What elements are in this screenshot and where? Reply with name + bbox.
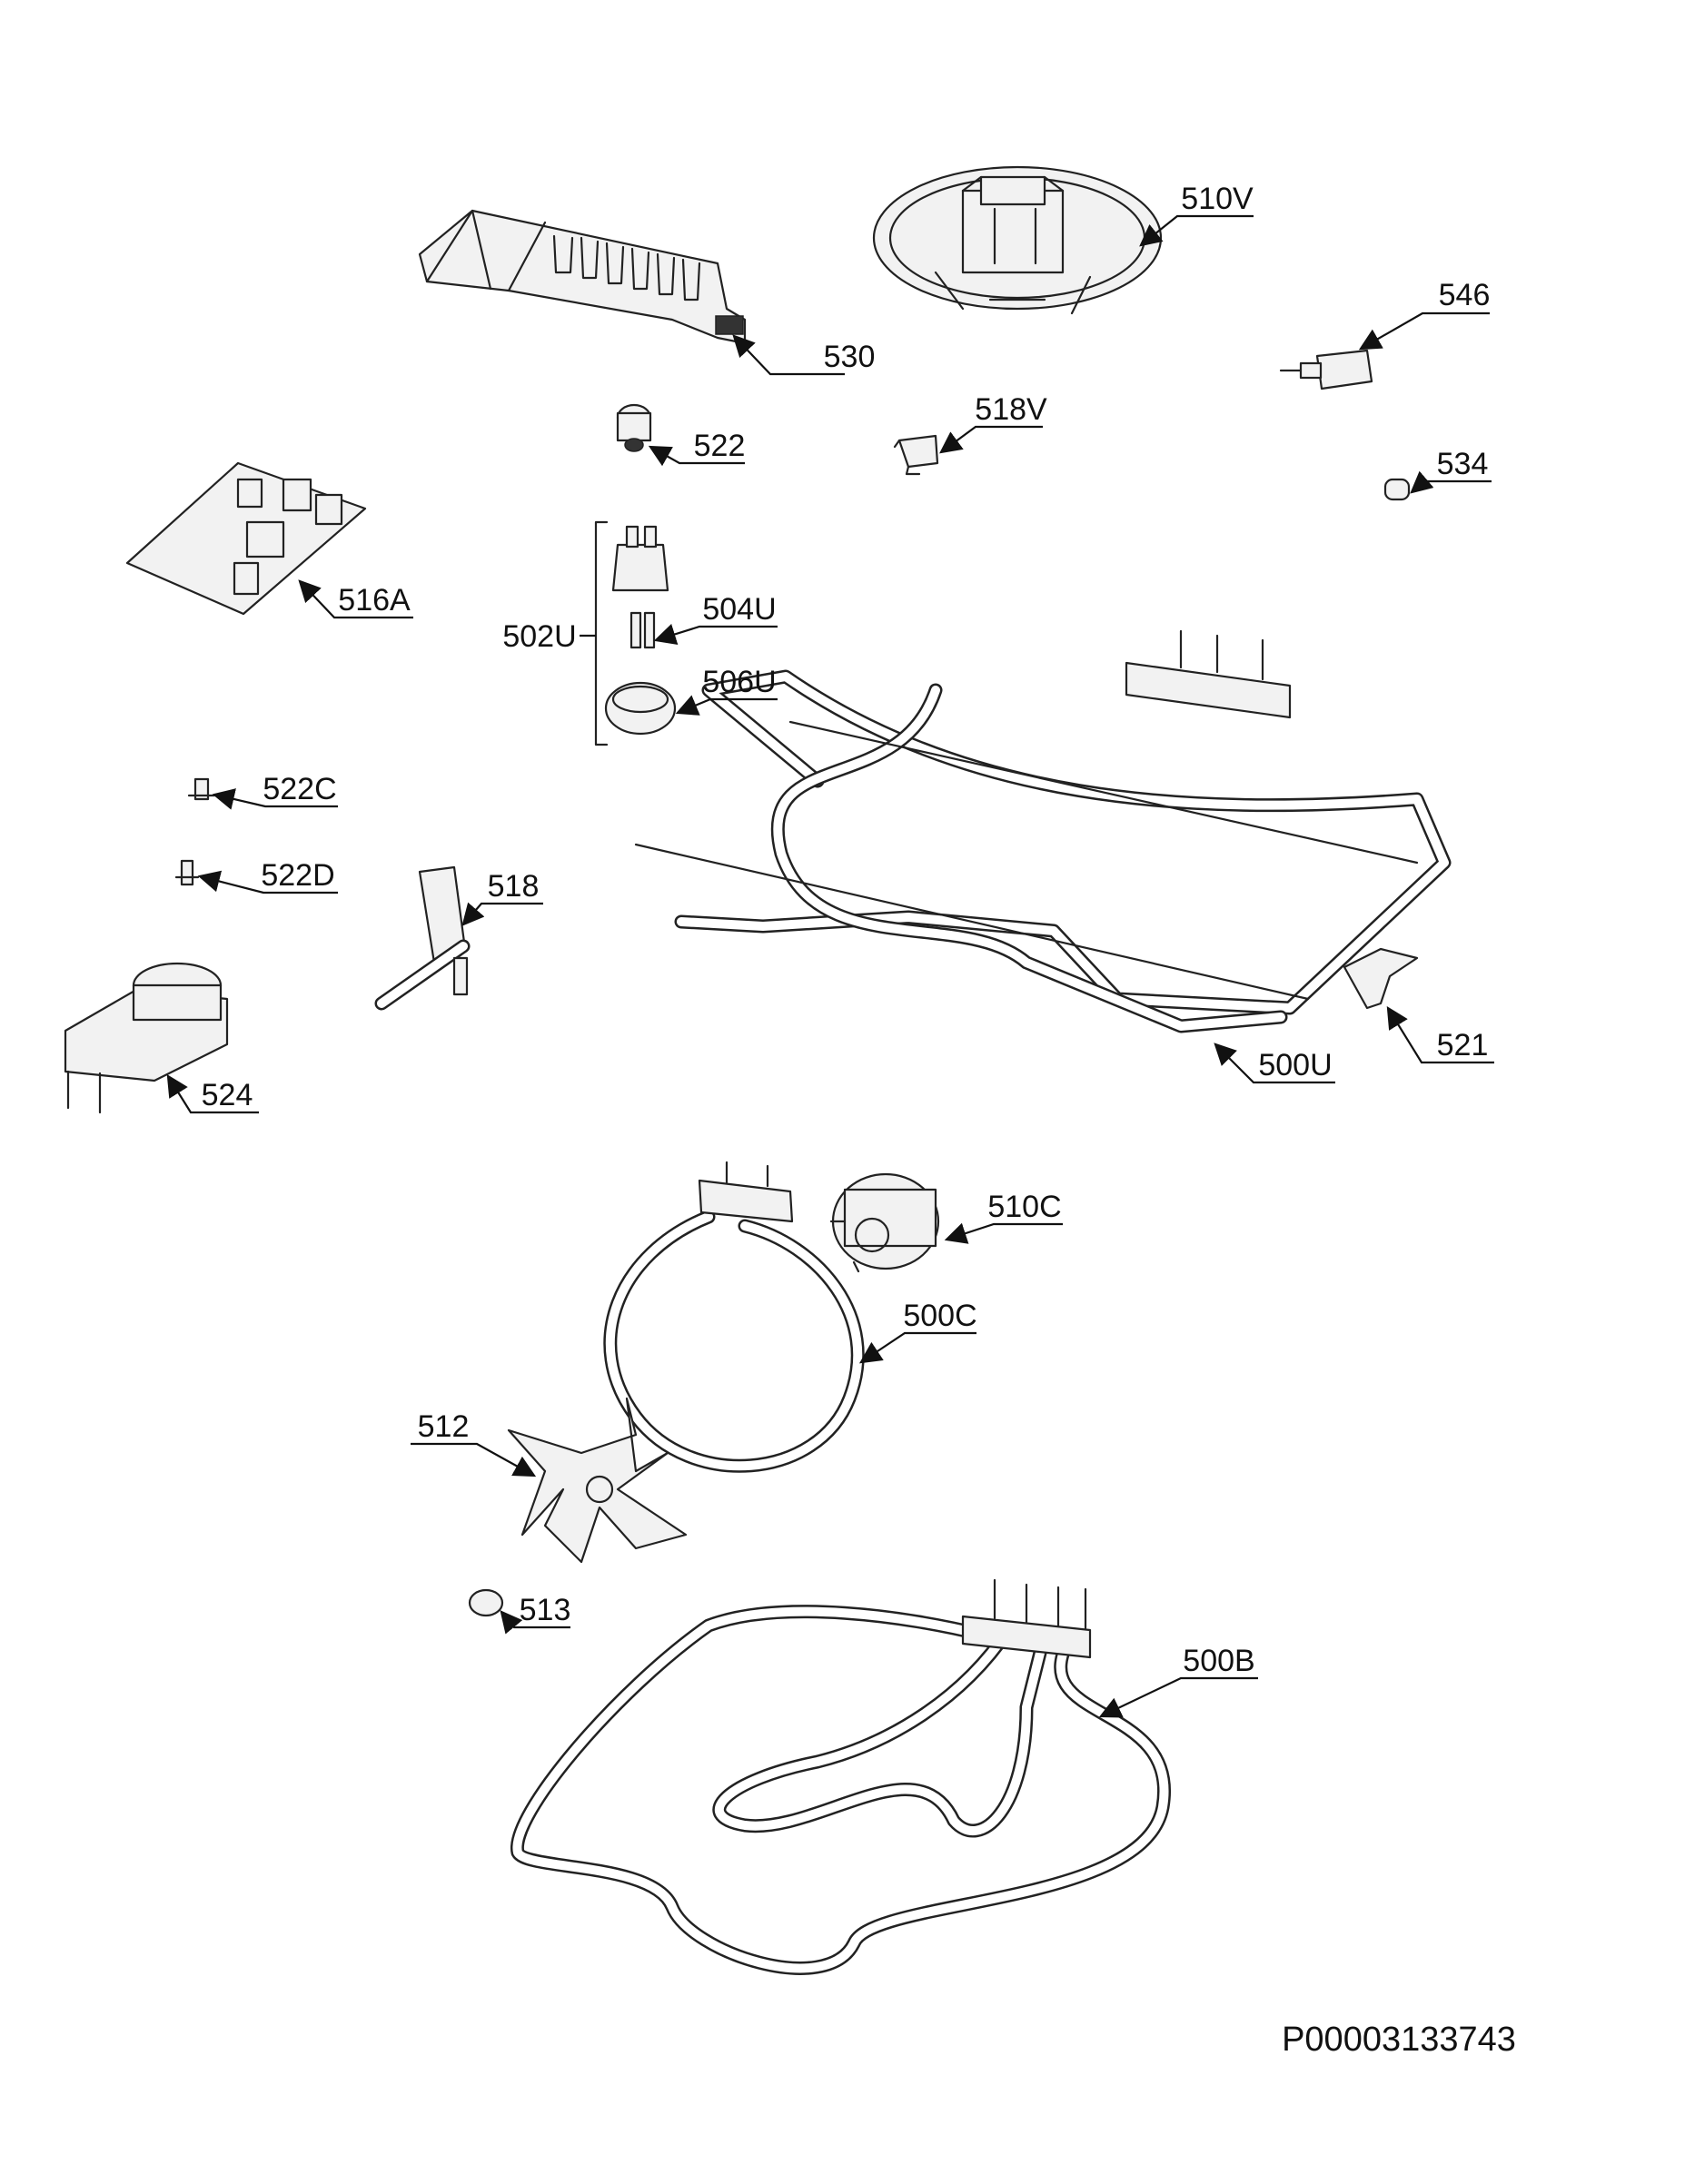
part-521-clip (1343, 947, 1419, 1010)
part-510c-fan-motor (829, 1172, 940, 1273)
part-522-thermostat (616, 403, 652, 452)
part-522d-sensor (174, 859, 200, 886)
label-510v: 510V (1181, 182, 1254, 216)
label-524: 524 (202, 1078, 253, 1112)
part-518v-bracket (893, 434, 939, 476)
label-500b: 500B (1183, 1644, 1254, 1678)
label-502u: 502U (502, 619, 576, 654)
part-513-nut (468, 1588, 504, 1617)
label-504u: 504U (702, 592, 776, 627)
label-500c: 500C (903, 1299, 976, 1333)
part-502u-lamp-assembly (594, 520, 677, 746)
part-530-terminal-block (418, 209, 747, 345)
part-512-fan-blade (507, 1397, 688, 1564)
part-500c-circular-element (603, 1161, 865, 1473)
label-518v: 518V (975, 392, 1047, 427)
leader-lines (166, 214, 1494, 1718)
document-id: P00003133743 (1282, 2021, 1516, 2059)
label-534: 534 (1437, 447, 1489, 481)
label-506u: 506U (702, 665, 776, 699)
label-522c: 522C (263, 772, 336, 806)
part-510v-fan-motor (872, 165, 1163, 315)
label-510c: 510C (987, 1190, 1061, 1224)
label-513: 513 (520, 1593, 571, 1627)
label-516a: 516A (338, 583, 411, 618)
label-522d: 522D (261, 858, 334, 893)
part-524-door-lock (64, 962, 229, 1114)
label-546: 546 (1439, 278, 1491, 312)
part-522c-sensor (187, 777, 216, 801)
part-546-switch (1279, 349, 1373, 390)
part-500u-grill-element (634, 629, 1452, 1033)
part-500b-bottom-element (510, 1578, 1172, 1975)
part-516a-control-board (125, 461, 367, 616)
label-530: 530 (824, 340, 876, 374)
label-522: 522 (694, 429, 746, 463)
part-534-cap (1383, 478, 1411, 501)
label-521: 521 (1437, 1028, 1489, 1062)
label-512: 512 (418, 1409, 470, 1444)
label-518: 518 (488, 869, 540, 904)
label-500u: 500U (1258, 1048, 1332, 1082)
part-518-temperature-probe (374, 865, 471, 1011)
